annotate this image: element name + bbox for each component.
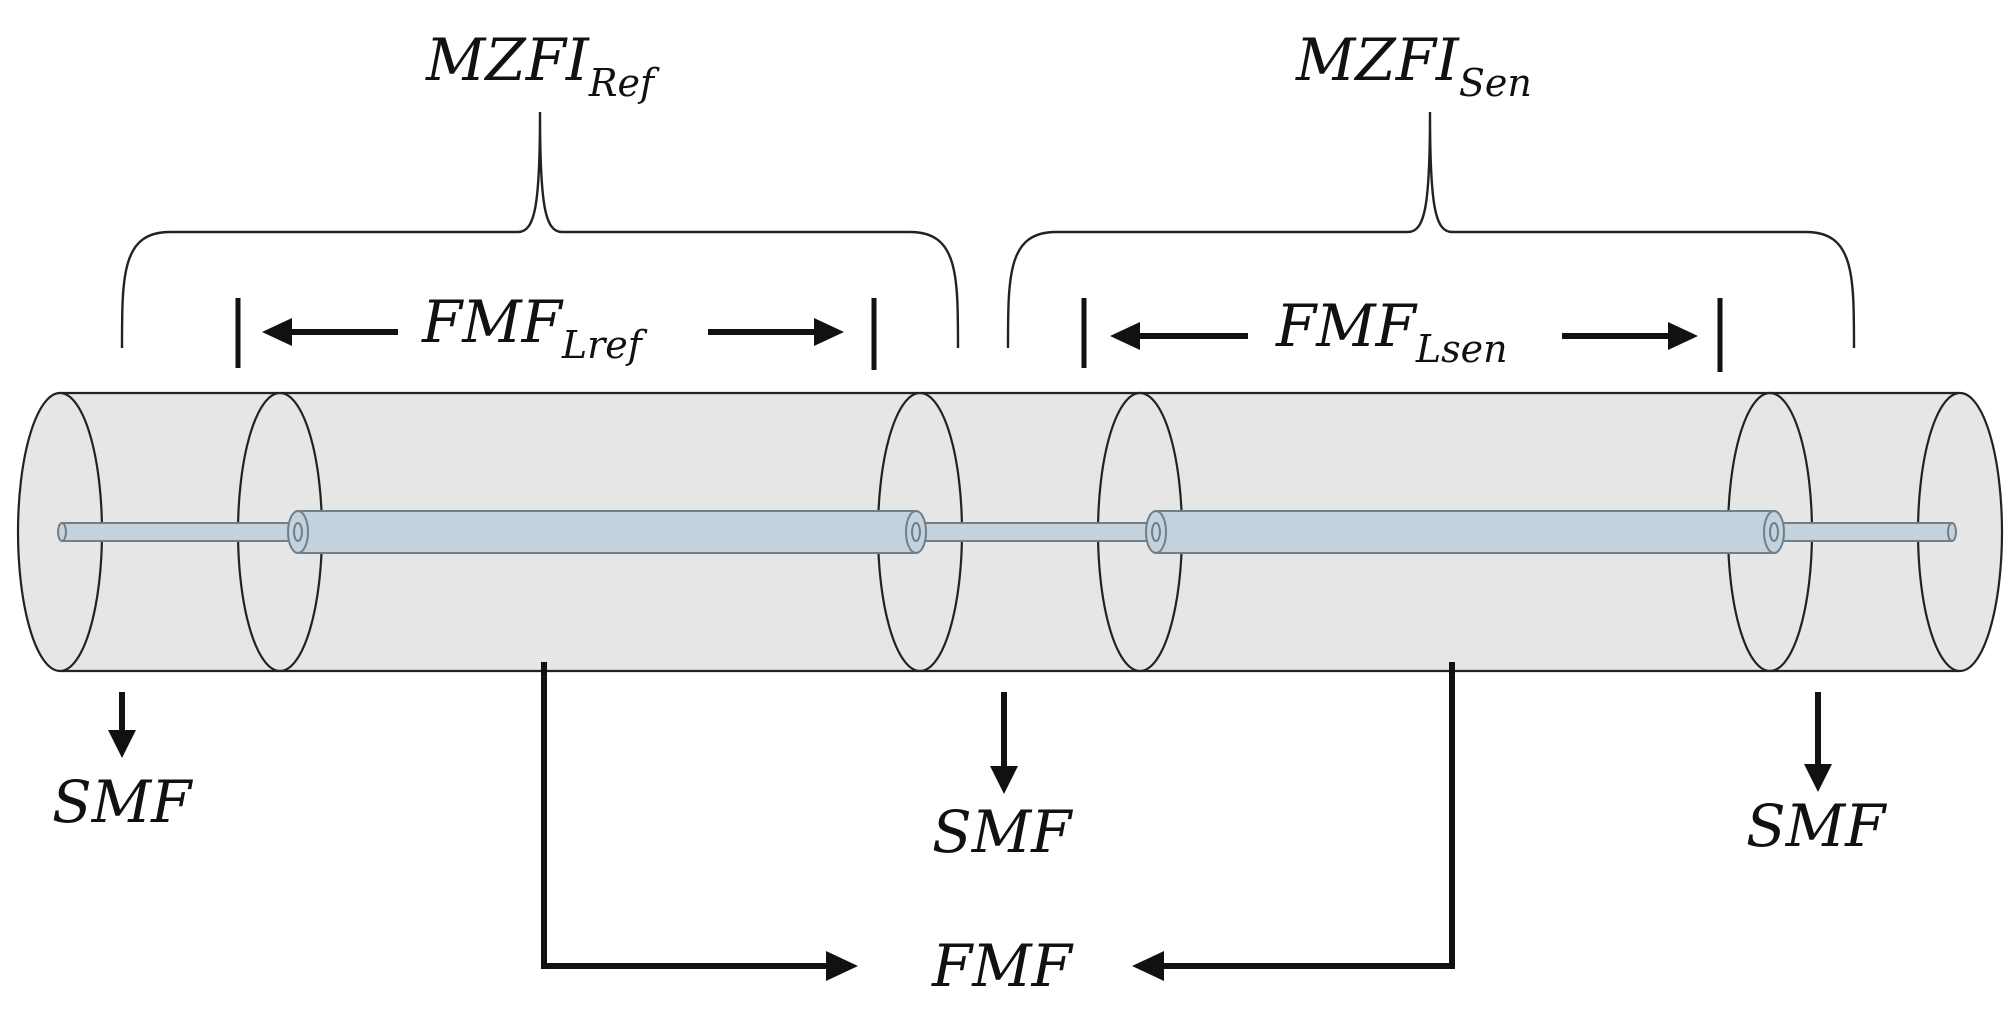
fmf-lref-marker: FMFLref (235, 288, 877, 370)
smf-left-label: SMF (52, 768, 193, 836)
fmf-core-ref (297, 510, 917, 554)
mzfi-ref-label: MZFIRef (425, 26, 660, 105)
fmf-connector-left (541, 662, 858, 981)
smf-core-middle (915, 522, 1157, 542)
brace-mzfi-ref (120, 111, 960, 349)
fmf-core-sen (1155, 510, 1775, 554)
fmf-bottom-label: FMF (931, 932, 1074, 1000)
fmf-connector-right (1132, 662, 1455, 981)
smf-core-right (1773, 522, 1953, 542)
brace-mzfi-sen (1006, 111, 1856, 349)
smf-left-pointer: SMF (52, 692, 193, 836)
smf-middle-pointer: SMF (932, 692, 1073, 866)
fmf-lsen-marker: FMFLsen (1081, 292, 1723, 372)
fmf-lsen-label: FMFLsen (1275, 292, 1508, 371)
fmf-lref-label: FMFLref (421, 288, 648, 367)
smf-core-left (61, 522, 299, 542)
smf-middle-label: SMF (932, 798, 1073, 866)
mzfi-sen-label: MZFISen (1295, 26, 1532, 105)
smf-right-pointer: SMF (1746, 692, 1887, 860)
fiber-cores (57, 510, 1957, 554)
smf-right-label: SMF (1746, 792, 1887, 860)
